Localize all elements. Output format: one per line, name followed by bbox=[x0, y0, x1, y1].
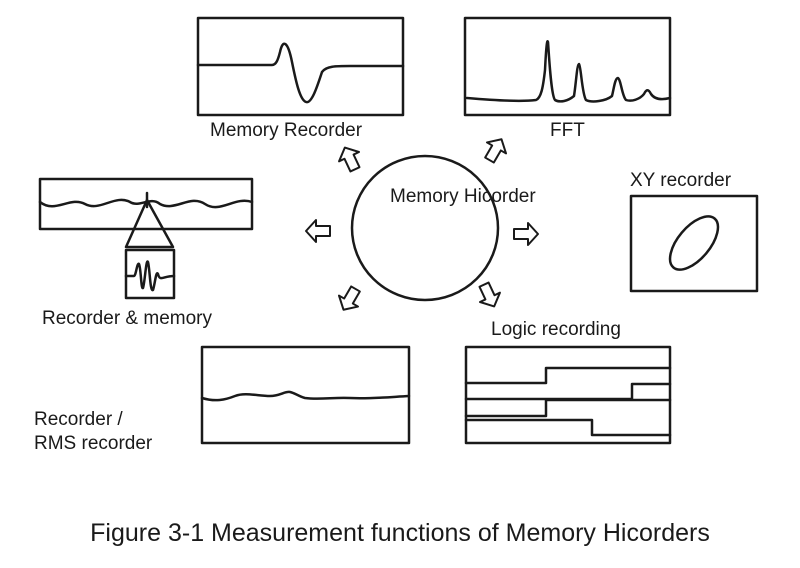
figure-caption: Figure 3-1 Measurement functions of Memo… bbox=[90, 519, 710, 547]
xy-recorder-label: XY recorder bbox=[630, 170, 732, 191]
memory-zoom-box bbox=[124, 248, 176, 300]
arrow-left bbox=[305, 219, 331, 243]
fft-spectrum bbox=[465, 39, 672, 103]
logic-recording-label: Logic recording bbox=[491, 319, 621, 340]
arrow-up-right bbox=[484, 138, 508, 164]
rms-recorder-panel bbox=[200, 345, 411, 445]
arrow-down-left bbox=[337, 285, 361, 311]
hicorder-circle bbox=[350, 154, 500, 302]
zoom-connector bbox=[124, 198, 175, 249]
arrow-down-right bbox=[478, 281, 501, 308]
memory-recorder-label: Memory Recorder bbox=[210, 120, 363, 141]
direction-arrows bbox=[305, 138, 539, 311]
memory-recorder-waveform bbox=[196, 42, 405, 104]
center-label: Memory Hicorder bbox=[390, 186, 536, 207]
recorder-memory-panel bbox=[38, 177, 254, 300]
fft-label: FFT bbox=[550, 120, 585, 141]
rms-recorder-waveform bbox=[200, 390, 411, 402]
xy-lissajous bbox=[668, 215, 720, 271]
logic-recording-panel bbox=[464, 345, 672, 445]
arrow-up-left bbox=[338, 146, 361, 173]
rms-recorder-label-line1: Recorder / bbox=[34, 409, 123, 430]
logic-channel-4 bbox=[464, 418, 672, 437]
memory-recorder-panel bbox=[196, 16, 405, 117]
fft-panel bbox=[463, 16, 672, 117]
logic-channel-2 bbox=[464, 382, 672, 401]
rms-recorder-label-line2: RMS recorder bbox=[34, 433, 153, 454]
logic-channel-3 bbox=[464, 398, 672, 418]
recorder-memory-label: Recorder & memory bbox=[42, 308, 212, 329]
arrow-right bbox=[513, 222, 539, 246]
memory-zoom-waveform bbox=[124, 260, 176, 292]
logic-channel-1 bbox=[464, 366, 672, 385]
xy-recorder-panel bbox=[629, 194, 759, 293]
